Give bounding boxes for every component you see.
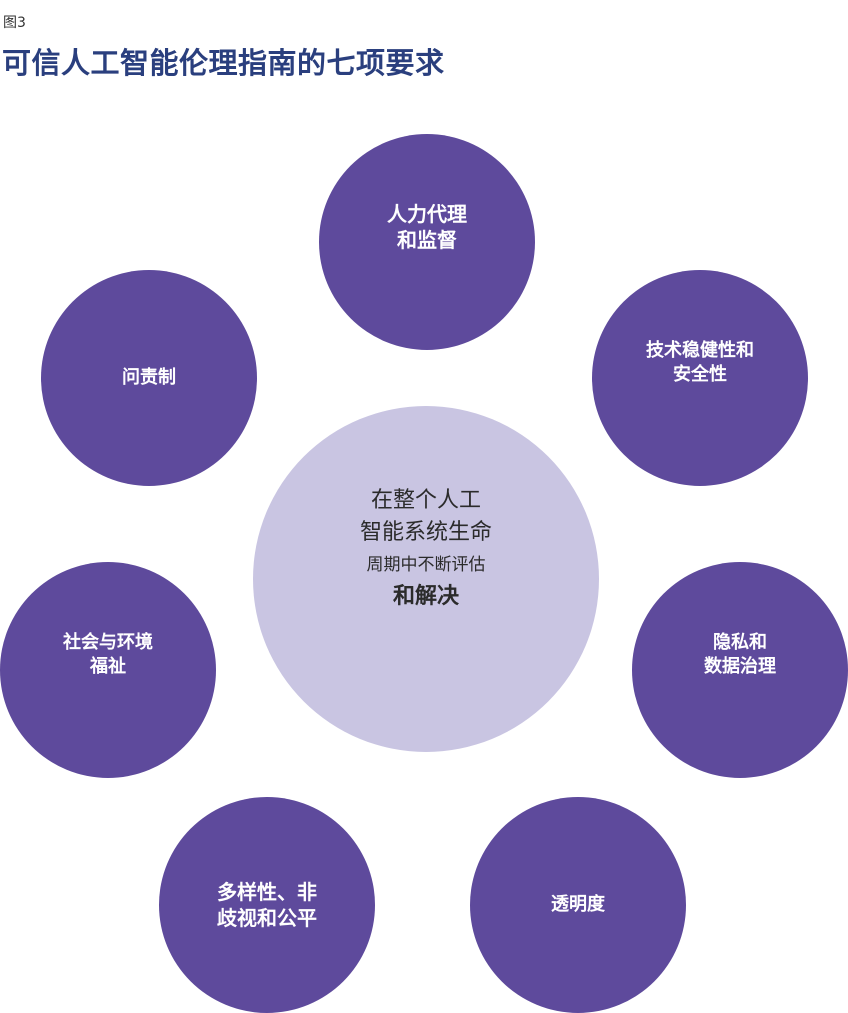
requirement-label-line-2: 福祉 bbox=[90, 656, 126, 677]
requirement-label-line-1: 多样性、非 bbox=[217, 880, 317, 904]
requirement-privacy-circle: 隐私和 数据治理 bbox=[632, 562, 848, 778]
requirement-diversity-circle: 多样性、非 歧视和公平 bbox=[159, 797, 375, 1013]
requirement-label-line-2: 安全性 bbox=[673, 364, 727, 385]
requirement-label-line-1: 社会与环境 bbox=[63, 632, 153, 653]
requirement-label-line-1: 技术稳健性和 bbox=[646, 340, 754, 361]
requirement-label-line-1: 人力代理 bbox=[387, 202, 467, 226]
figure-title: 可信人工智能伦理指南的七项要求 bbox=[2, 46, 445, 80]
requirement-accountability-circle: 问责制 bbox=[41, 270, 257, 486]
requirement-wellbeing-circle: 社会与环境 福祉 bbox=[0, 562, 216, 778]
center-circle: 在整个人工 智能系统生命 周期中不断评估 和解决 bbox=[253, 406, 599, 752]
figure-label: 图3 bbox=[3, 15, 26, 31]
center-text-line-3: 周期中不断评估 bbox=[366, 555, 486, 575]
requirement-label-line-2: 歧视和公平 bbox=[217, 906, 317, 930]
requirement-label-line-2: 数据治理 bbox=[704, 656, 776, 677]
requirement-label-line-1: 透明度 bbox=[551, 894, 605, 915]
center-text-line-4: 和解决 bbox=[392, 584, 459, 609]
requirement-technical-robustness-circle: 技术稳健性和 安全性 bbox=[592, 270, 808, 486]
requirement-label-line-1: 问责制 bbox=[122, 367, 176, 388]
requirement-transparency-circle: 透明度 bbox=[470, 797, 686, 1013]
center-text-line-1: 在整个人工 bbox=[370, 488, 481, 513]
requirement-label-line-2: 和监督 bbox=[397, 228, 457, 252]
requirement-human-agency-circle: 人力代理 和监督 bbox=[319, 134, 535, 350]
center-text-line-2: 智能系统生命 bbox=[359, 520, 492, 545]
requirement-label-line-1: 隐私和 bbox=[713, 632, 767, 653]
